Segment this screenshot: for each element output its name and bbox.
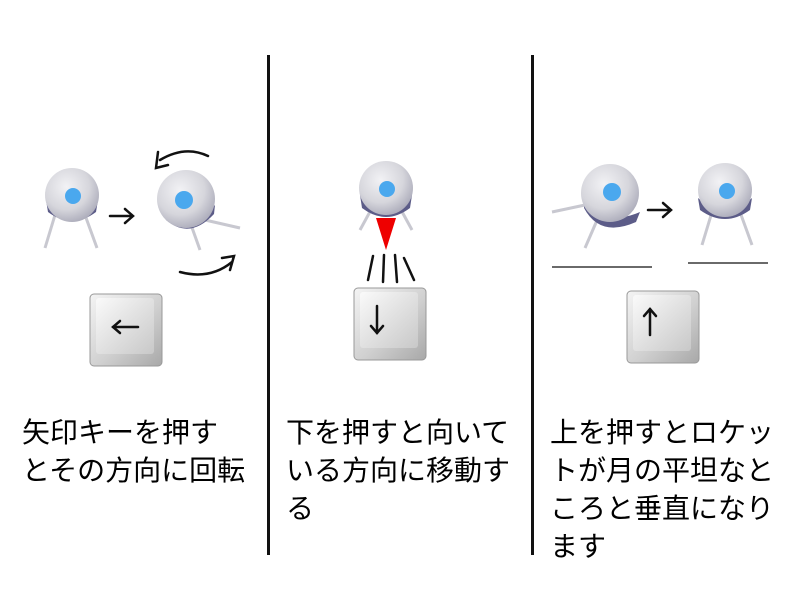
caption-align: 上を押すとロケッ トが月の平坦なと ころと垂直になり ます [550,416,775,563]
caption-rotate: 矢印キーを押す とその方向に回転 [22,416,246,487]
up-arrow-key-icon [626,290,700,364]
exhaust-lines-icon [366,253,416,284]
caption-move: 下を押すと向いて いる方向に移動す る [286,416,511,525]
divider-right [531,55,534,555]
rotate-arrow-top-icon [154,150,210,170]
rocket-tilted-icon [551,164,640,249]
rotate-arrow-bottom-icon [178,254,236,276]
divider-left [267,55,270,555]
right-arrow-icon [646,201,673,219]
rocket-upright-icon [698,163,754,246]
rocket-upright-icon [43,168,99,249]
rocket-thrust-icon [358,161,414,250]
down-arrow-key-icon [353,287,427,361]
rocket-rotated-icon [157,170,241,251]
right-arrow-icon [108,207,135,225]
left-arrow-key-icon [89,293,163,367]
